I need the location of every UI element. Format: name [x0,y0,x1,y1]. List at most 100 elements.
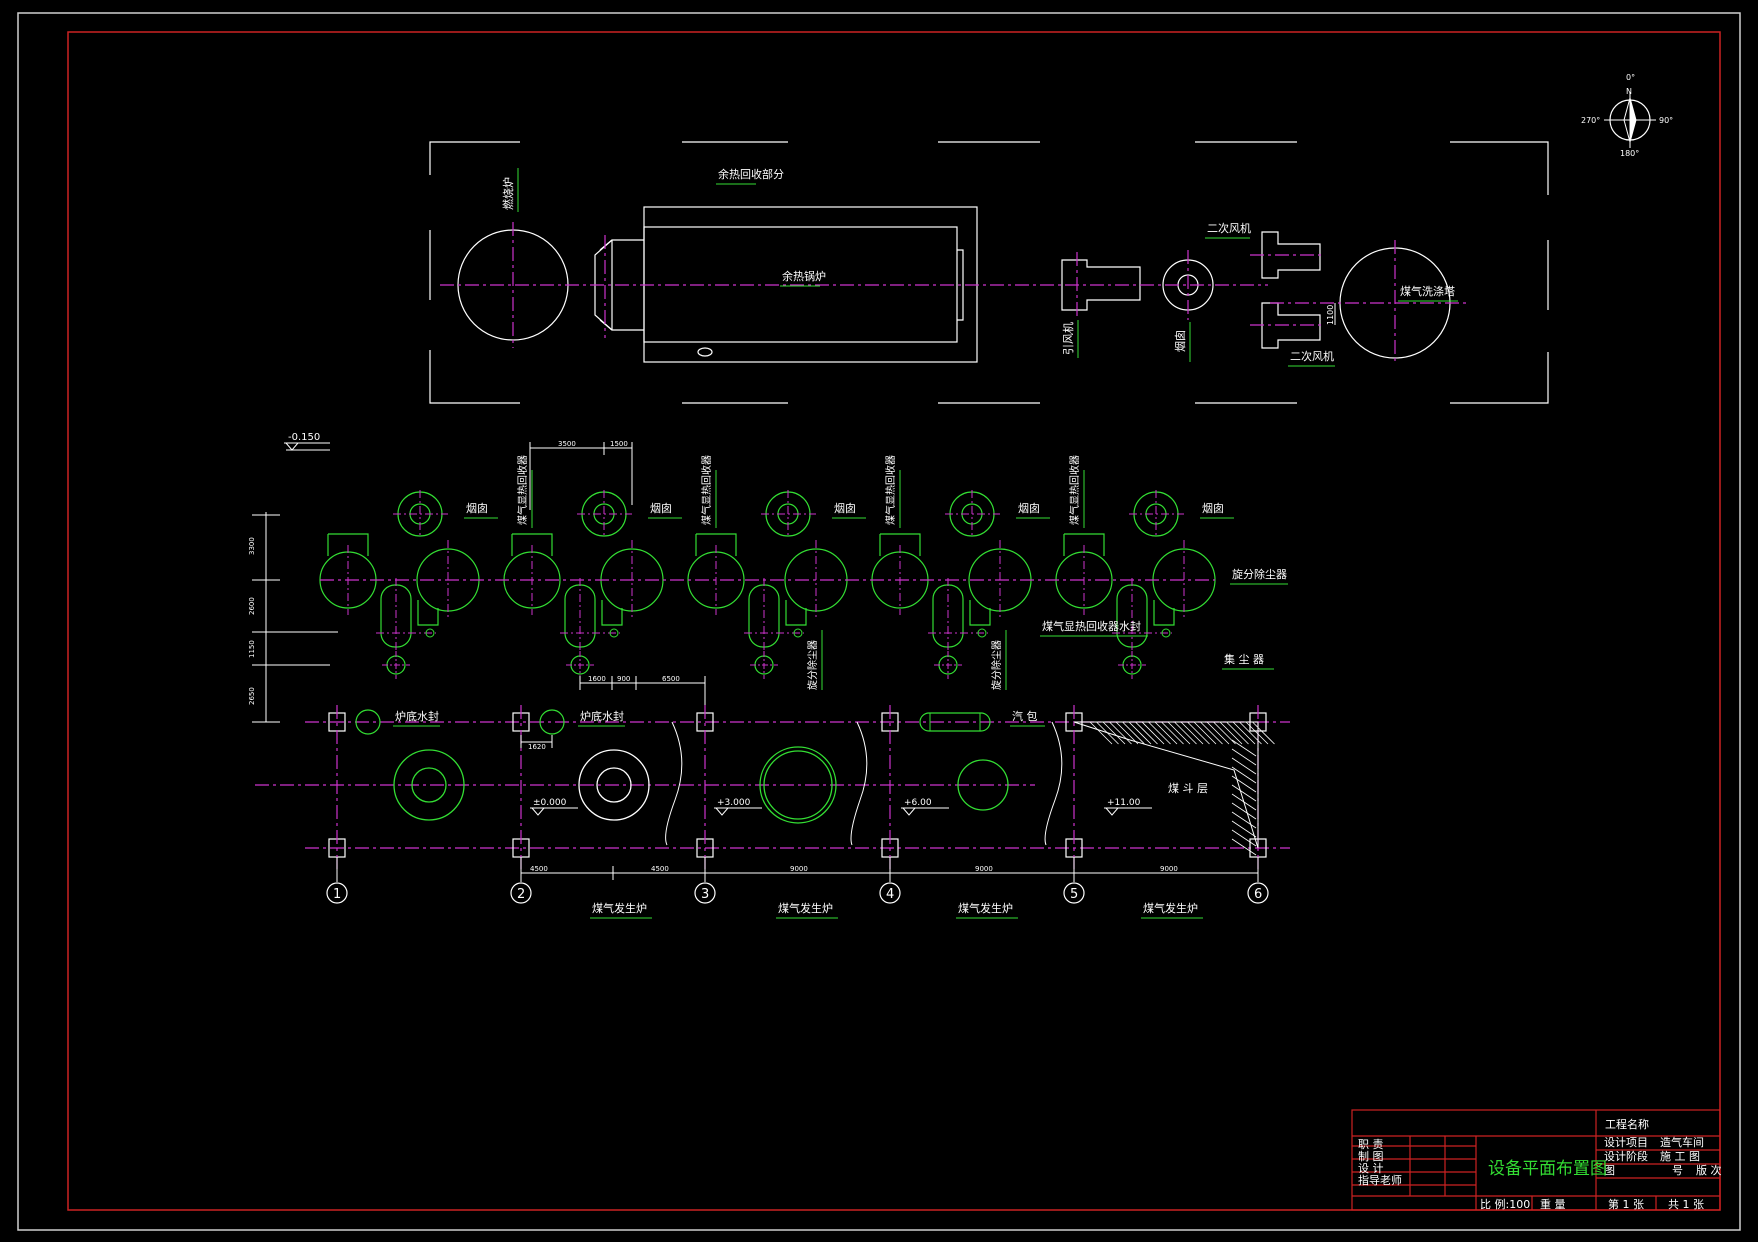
hatch-line [1231,766,1257,784]
elev-1: +3.000 [717,798,751,808]
scrubber-label: 煤气洗涤塔 [1400,284,1455,298]
recuperator-box [327,533,369,556]
plan-section-label: 余热回收部分 [718,167,784,181]
dim-left-2: 1150 [248,640,256,658]
hatch-line [1231,820,1257,838]
bottom-seal-label-b: 炉底水封 [580,709,624,723]
cyclone-label: 旋分除尘器 [1232,567,1287,581]
hatch-line [1213,721,1236,745]
furnace-label: 燃烧炉 [501,177,515,210]
left-dimensions: 3300 2600 1150 2650 [248,512,338,723]
recuperator-seal-label: 煤气显热回收器水封 [1042,619,1141,633]
hatch-line [1154,721,1178,745]
dim-left-1: 2600 [248,597,256,615]
gasifier-label-d: 煤气发生炉 [1143,901,1198,915]
hatch-line [1231,811,1257,829]
hatch-line [1231,757,1257,775]
tb-role-1: 职 责 [1358,1138,1384,1151]
hatch-line [1135,721,1158,745]
secondary-fan-label-a: 二次风机 [1207,221,1251,235]
title-block: 工程名称 设计项目 造气车间 设计阶段 施 工 图 图 号 版 次 职 责 制 … [1351,1109,1722,1211]
hatch-line [1231,784,1257,802]
hatch-line [1231,739,1257,757]
axis-bubble [1247,882,1269,904]
tb-project-name: 工程名称 [1605,1117,1649,1131]
tb-role-3: 设 计 [1358,1162,1384,1175]
compass: 0° N 90° 270° 180° [1581,73,1673,158]
tb-role-4: 指导老师 [1358,1173,1402,1187]
hatch-line [1148,721,1171,745]
bottom-seal-label-a: 炉底水封 [395,709,439,723]
recuperator-box [1063,533,1105,556]
dim-top-1: 1500 [610,440,628,448]
dim-mid-1: 900 [617,675,630,683]
chimney-label: 烟囱 [650,501,672,515]
dim-1620: 1620 [528,743,546,751]
hatch-line [1115,721,1139,745]
tb-scale: 比 例:100 [1480,1197,1530,1211]
dim-bottom-4: 9000 [1160,865,1178,873]
plan-view [429,141,1549,404]
axis-bubble [1063,882,1085,904]
equipment-unit-2: 烟囱 煤气显热回收器 [503,455,717,679]
tb-construction: 施 工 图 [1660,1150,1700,1163]
dust-collector-label: 集 尘 器 [1224,652,1264,666]
recuperator-label: 煤气显热回收器 [516,455,529,525]
compass-deg270: 270° [1581,116,1600,125]
plan-centerlines [440,222,1470,365]
hatch-line [1231,775,1257,793]
tb-version: 版 次 [1696,1163,1722,1177]
hatch-line [1245,721,1269,745]
compass-deg90: 90° [1659,116,1673,125]
dim-mid-0: 1600 [588,675,606,683]
hatch-line [1239,721,1262,745]
hatch-line [1161,721,1184,745]
hatch-line [1193,721,1217,745]
dim-top-0: 3500 [558,440,576,448]
recuperator-label: 煤气显热回收器 [700,455,713,525]
valve [793,628,803,638]
hatch-line [1232,721,1256,745]
tb-sheet: 第 1 张 [1608,1197,1644,1211]
tb-number: 号 [1672,1164,1683,1177]
axis-label: 5 [1070,887,1078,902]
axis-label: 2 [517,887,525,902]
compass-deg180: 180° [1620,149,1639,158]
recuperator-label: 煤气显热回收器 [884,455,897,525]
chimney-plan-label: 烟囱 [1173,330,1187,352]
hatch-line [1109,721,1132,745]
duct [417,600,439,626]
boiler-label: 余热锅炉 [782,269,826,283]
equipment-unit-1: 烟囱 煤气显热回收器 [319,455,533,679]
floor-elevations: ±0.000 +3.000 +6.00 +11.00 [530,798,1152,816]
valve [425,628,435,638]
elev-0: ±0.000 [533,798,567,808]
valve [977,628,987,638]
dim-mid-2: 6500 [662,675,680,683]
hatch-line [1231,829,1257,847]
hatch-line [1219,721,1243,745]
induced-fan-label: 引风机 [1061,322,1075,355]
chimney-label: 烟囱 [1018,501,1040,515]
coal-hopper-label: 煤 斗 层 [1168,782,1208,795]
tb-role-2: 制 图 [1358,1150,1384,1163]
outer-frame [17,12,1741,1231]
equipment-unit-3: 烟囱煤气显热回收器 [687,455,901,679]
equipment-unit-5: 烟囱 [1055,490,1234,679]
dim-left-0: 3300 [248,537,256,555]
hatch-line [1231,793,1257,811]
duct [785,600,807,626]
dim-bottom-1: 4500 [651,865,669,873]
gasifier-label-a: 煤气发生炉 [592,901,647,915]
recuperator-label: 煤气显热回收器 [1068,455,1081,525]
gasifier-floor: 1620 [255,705,1290,870]
chimney-label: 烟囱 [466,501,488,515]
dim-bottom-3: 9000 [975,865,993,873]
cyclone-vertical-b: 旋分除尘器 [990,640,1003,690]
hatch-line [1141,721,1165,745]
elev-2: +6.00 [904,798,932,808]
cyclone-vertical-a: 旋分除尘器 [806,640,819,690]
tb-total: 共 1 张 [1668,1198,1704,1211]
elev-top: -0.150 [288,432,320,443]
